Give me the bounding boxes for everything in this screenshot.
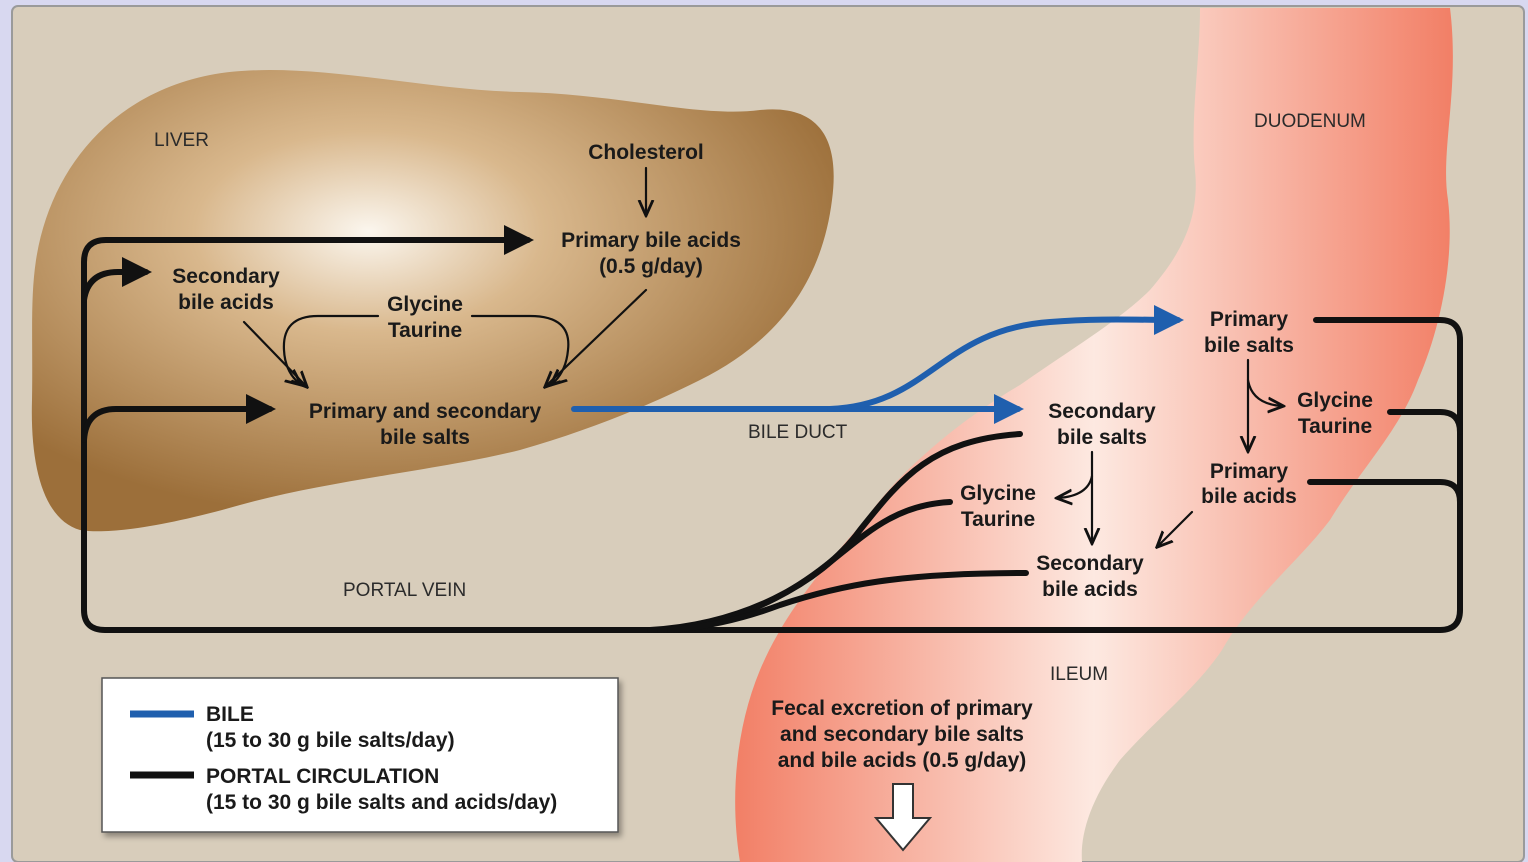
legend-bile-amount: (15 to 30 g bile salts/day) <box>206 729 455 752</box>
glycine-left-label: Glycine <box>960 482 1036 505</box>
legend-portal-amount: (15 to 30 g bile salts and acids/day) <box>206 791 557 814</box>
secondary-bile-acids-label-2: bile acids <box>178 291 274 314</box>
taurine-left-label: Taurine <box>961 508 1035 531</box>
primary-bile-acids-intestine-label-2: bile acids <box>1201 485 1297 508</box>
primary-bile-salts-label-2: bile salts <box>1204 334 1294 357</box>
glycine-liver-label: Glycine <box>387 293 463 316</box>
fecal-excretion-label-2: and secondary bile salts <box>780 723 1024 746</box>
secondary-bile-salts-label-2: bile salts <box>1057 426 1147 449</box>
glycine-right-label: Glycine <box>1297 389 1373 412</box>
taurine-right-label: Taurine <box>1298 415 1372 438</box>
primary-bile-acids-amount: (0.5 g/day) <box>599 255 703 278</box>
secondary-bile-acids-intestine-label-2: bile acids <box>1042 578 1138 601</box>
primary-bile-salts-label: Primary <box>1210 308 1289 331</box>
legend: BILE (15 to 30 g bile salts/day) PORTAL … <box>102 678 618 832</box>
primary-bile-acids-label: Primary bile acids <box>561 229 741 252</box>
secondary-bile-acids-label: Secondary <box>172 265 280 288</box>
primary-bile-acids-intestine-label: Primary <box>1210 460 1289 483</box>
taurine-liver-label: Taurine <box>388 319 462 342</box>
fecal-excretion-label-3: and bile acids (0.5 g/day) <box>778 749 1027 772</box>
liver-label: LIVER <box>154 130 209 151</box>
fecal-excretion-label: Fecal excretion of primary <box>771 697 1033 720</box>
ileum-label: ILEUM <box>1050 664 1108 685</box>
legend-portal-label: PORTAL CIRCULATION <box>206 765 439 788</box>
secondary-bile-salts-label: Secondary <box>1048 400 1156 423</box>
secondary-bile-acids-intestine-label: Secondary <box>1036 552 1144 575</box>
bile-salts-liver-label: Primary and secondary <box>309 400 542 423</box>
legend-bile-label: BILE <box>206 703 254 726</box>
portal-vein-label: PORTAL VEIN <box>343 580 466 601</box>
bile-duct-label: BILE DUCT <box>748 422 848 443</box>
duodenum-label: DUODENUM <box>1254 111 1366 132</box>
bile-salts-liver-label-2: bile salts <box>380 426 470 449</box>
cholesterol-label: Cholesterol <box>588 141 704 164</box>
